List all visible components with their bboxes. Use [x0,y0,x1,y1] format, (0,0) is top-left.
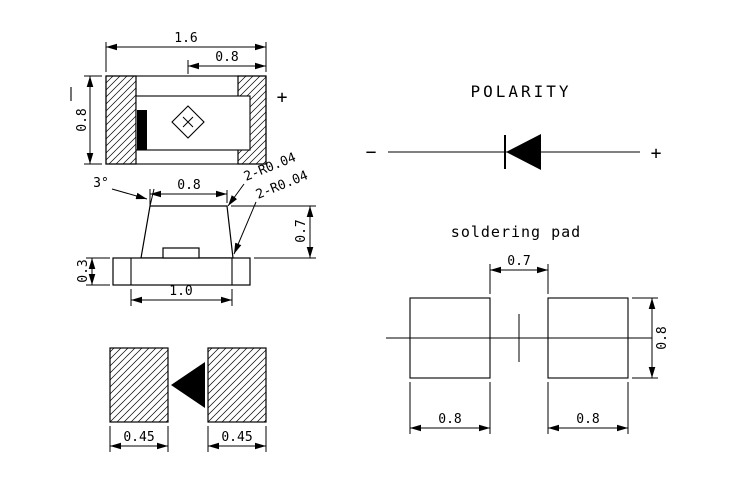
polarity-title: POLARITY [470,82,571,101]
dimension-label: 0.3 [76,259,91,282]
die-bump [162,247,200,259]
dim-pad-height: 0.8 [632,297,670,379]
chip-cross-icon [182,116,194,128]
substrate [112,257,251,286]
leader-line [111,188,148,200]
dimension-label: 0.8 [177,178,200,193]
bottom-view: 0.45 0.45 [109,347,267,452]
dimension-label: 0.8 [655,326,670,349]
dimension-label: 0.8 [438,412,461,427]
left-pad-hatch [109,347,169,423]
polarity-diagram: POLARITY − + [366,82,662,170]
dim-right-pad: 0.45 [207,426,267,452]
dim-package-height: 0.8 [75,75,102,165]
dim-body-height: 0.7 [231,205,316,259]
dim-base-thickness: 0.3 [76,257,110,286]
dim-left-pad-width: 0.8 [409,382,491,434]
angle-label: 3° [93,176,109,191]
draft-angle-callout: 3° [93,176,155,207]
dim-inner-width: 0.8 [187,50,266,74]
cathode-triangle-mark [171,362,205,408]
dimension-label: 0.8 [215,50,238,65]
top-view: 1.6 0.8 0.8 + [70,31,288,165]
soldering-pad-title: soldering pad [451,223,581,241]
soldering-pad-diagram: soldering pad 0.7 0.8 0.8 0.8 [386,223,670,434]
dimension-label: 0.8 [576,412,599,427]
dim-total-width: 1.6 [105,31,267,72]
dimension-label: 0.7 [507,254,530,269]
diode-triangle-icon [506,134,541,170]
cathode-bar-mark [137,110,147,150]
plus-mark: + [651,143,662,164]
package-outline [105,75,267,165]
dimension-label: 0.7 [294,219,309,242]
dim-pad-gap: 0.7 [489,254,549,294]
leader-line [233,201,257,255]
minus-mark: − [366,142,377,163]
angle-slant-line [149,188,155,207]
dim-left-pad: 0.45 [109,426,169,452]
dimension-label: 0.45 [123,430,154,445]
anode-plus-mark: + [277,87,288,108]
dimension-label: 1.0 [169,284,192,299]
leader-line [227,183,245,207]
dim-right-pad-width: 0.8 [547,382,629,434]
dim-bottom-width: 1.0 [130,284,233,306]
dimension-label: 1.6 [174,31,197,46]
side-view: 3° 0.8 2-R0.04 2-R0.04 0.7 0.3 [76,150,316,306]
left-terminal-hatch [105,75,137,165]
dimension-label: 0.8 [75,108,90,131]
dim-top-width: 0.8 [149,178,228,203]
right-pad-hatch [207,347,267,423]
dimension-label: 0.45 [221,430,252,445]
